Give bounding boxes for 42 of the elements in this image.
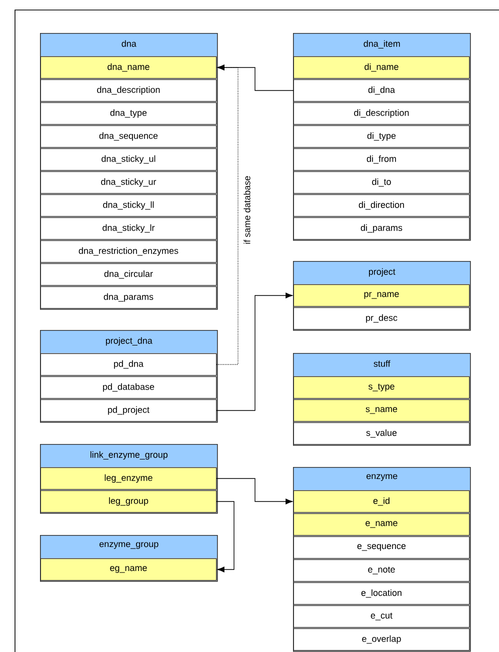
field-row: e_cut (293, 605, 470, 628)
field-row: di_params (293, 217, 470, 240)
edge-label: if same database (242, 174, 252, 246)
field-row: di_from (293, 148, 470, 171)
connector-arrow (216, 478, 293, 504)
field-row: di_type (293, 125, 470, 148)
field-row: e_sequence (293, 536, 470, 559)
field-row: di_direction (293, 194, 470, 217)
field-row: dna_circular (40, 263, 217, 286)
field-row: dna_sticky_ul (40, 148, 217, 171)
field-row: di_to (293, 171, 470, 194)
key-field-row: leg_group (40, 490, 217, 513)
key-field-row: s_name (293, 399, 470, 422)
key-field-row: dna_name (40, 56, 217, 79)
field-row: di_dna (293, 79, 470, 102)
field-row: dna_type (40, 102, 217, 125)
key-field-row: s_type (293, 376, 470, 399)
field-row: dna_params (40, 286, 217, 309)
field-row: dna_description (40, 79, 217, 102)
field-row: pd_project (40, 399, 217, 422)
field-row: dna_restriction_enzymes (40, 240, 217, 263)
field-row: pd_database (40, 376, 217, 399)
key-field-row: di_name (293, 56, 470, 79)
field-row: pr_desc (293, 307, 470, 330)
field-row: di_description (293, 102, 470, 125)
field-row: dna_sequence (40, 125, 217, 148)
field-row: s_value (293, 422, 470, 445)
connector-arrow (216, 64, 238, 365)
key-field-row: e_name (293, 513, 470, 536)
connector-arrow (216, 292, 293, 411)
key-field-row: e_id (293, 490, 470, 513)
field-row: dna_sticky_lr (40, 217, 217, 240)
key-field-row: eg_name (40, 558, 217, 581)
key-field-row: pr_name (293, 284, 470, 307)
field-row: pd_dna (40, 353, 217, 376)
field-row: dna_sticky_ur (40, 171, 217, 194)
field-row: e_location (293, 582, 470, 605)
field-row: e_overlap (293, 628, 470, 651)
connector-arrow (216, 501, 234, 572)
key-field-row: leg_enzyme (40, 467, 217, 490)
field-row: e_note (293, 559, 470, 582)
field-row: dna_sticky_ll (40, 194, 217, 217)
